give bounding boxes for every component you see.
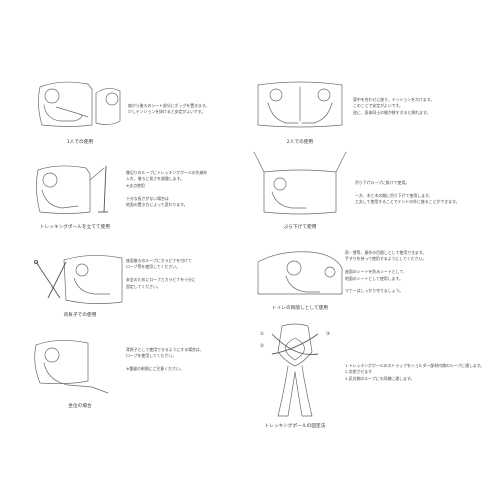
figure-toilet-screen <box>250 240 350 300</box>
pair-use-illustration <box>257 81 343 128</box>
solo-use-illustration <box>38 81 121 127</box>
figure-seated <box>28 335 128 400</box>
pole-fixing-illustration <box>271 323 319 417</box>
hanging-use-illustration <box>253 151 347 215</box>
pole-use-illustration <box>36 165 108 214</box>
text-pair-use: 背中を合わせに座り、テンションをかけます。 このことで安定がよいです。 逆に、身… <box>353 97 435 115</box>
figure-carrier-use <box>30 250 130 310</box>
text-hanging-use: 吊り下げロープに掛けて使用。 一方、木と木の間に吊り下げて使用します。 工夫して… <box>355 180 460 205</box>
figure-pole-fixing: ① ② ③ <box>258 322 332 420</box>
step-marker-1: ① <box>259 332 265 337</box>
figure-hanging-use <box>250 150 350 220</box>
text-seated: 背負子として使用できるようにする場合は、 ロープを使用してください。 ※重量の制… <box>126 347 204 372</box>
seated-illustration <box>34 340 109 394</box>
text-pole-use: 膝辺りのループにトレッキングポールの先端を 入れ、後ろに長さを調整します。 ※支… <box>126 170 208 208</box>
caption-solo-use: 1人での使用 <box>66 140 94 145</box>
caption-pair-use: 2人での使用 <box>286 140 314 145</box>
caption-pole-fixing: トレッキングポールの固定法 <box>264 424 326 429</box>
caption-toilet-screen: トイレの目隠しとして使用 <box>271 306 329 311</box>
step-marker-2: ② <box>259 344 265 349</box>
toilet-screen-illustration <box>257 251 343 295</box>
caption-hanging-use: ぶら下げて使用 <box>283 225 317 230</box>
carrier-use-illustration <box>33 255 123 304</box>
caption-carrier-use: 背負子での使用 <box>63 313 97 318</box>
caption-pole-use: トレッキングポールを立てて使用 <box>39 225 111 230</box>
text-solo-use: 肩から後ろのシート部分にボッグを置きます。 少しテンションを掛けると安定がよいで… <box>128 103 210 115</box>
text-toilet-screen: 雨・雪等、屋外の目隠しとして使用できます。 手すりを持って使用するようにしてくだ… <box>345 250 427 294</box>
step-marker-3: ③ <box>325 332 331 337</box>
figure-pole-use <box>28 160 128 220</box>
text-carrier-use: 座面後ろのループにカラビナを付けて ロープ等を使用してください。 安全のためにロ… <box>126 258 196 289</box>
caption-seated: 坐位の場合 <box>68 404 92 409</box>
figure-pair-use <box>250 75 350 135</box>
text-pole-fixing: 1.トレッキングポールのストラップをショルダー部材内側のループに通します。 2.… <box>345 363 485 381</box>
figure-solo-use <box>30 75 130 135</box>
